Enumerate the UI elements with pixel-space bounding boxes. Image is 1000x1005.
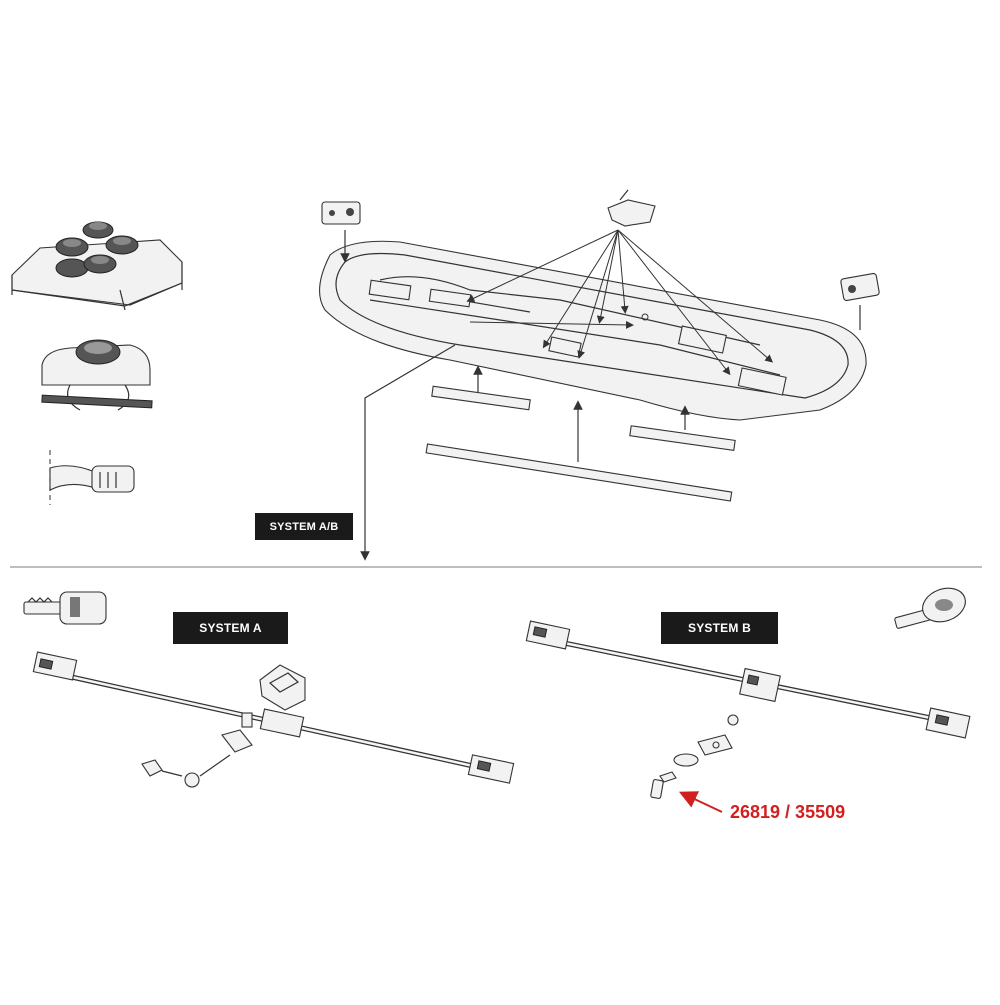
system-a-label: SYSTEM A bbox=[173, 612, 288, 644]
mounting-clamp-with-knob bbox=[41, 339, 153, 411]
system-a-key-icon bbox=[23, 591, 107, 625]
strap-with-buckle bbox=[49, 450, 135, 505]
system-a-latch-parts bbox=[141, 729, 253, 788]
hinge-bracket-right bbox=[840, 272, 880, 330]
system-b-key-icon bbox=[894, 587, 966, 629]
leader-lines bbox=[466, 229, 774, 376]
roof-box-shell bbox=[319, 240, 867, 421]
system-a-lock-cover bbox=[259, 664, 306, 711]
part-number-callout: 26819 / 35509 bbox=[730, 802, 846, 822]
system-a-lock-rod bbox=[32, 651, 515, 784]
system-b-label: SYSTEM B bbox=[661, 612, 778, 644]
hinge-bracket-left bbox=[321, 201, 361, 263]
quick-mount-plate-with-knobs bbox=[11, 221, 183, 311]
part-callout-arrow bbox=[678, 791, 723, 813]
center-bracket bbox=[607, 189, 656, 227]
system-b-lock-rod bbox=[525, 620, 971, 739]
mounting-rails bbox=[425, 365, 736, 502]
system-b-latch-parts bbox=[650, 714, 739, 799]
system-ab-label: SYSTEM A/B bbox=[255, 513, 353, 540]
system-ab-pointer bbox=[360, 344, 456, 561]
